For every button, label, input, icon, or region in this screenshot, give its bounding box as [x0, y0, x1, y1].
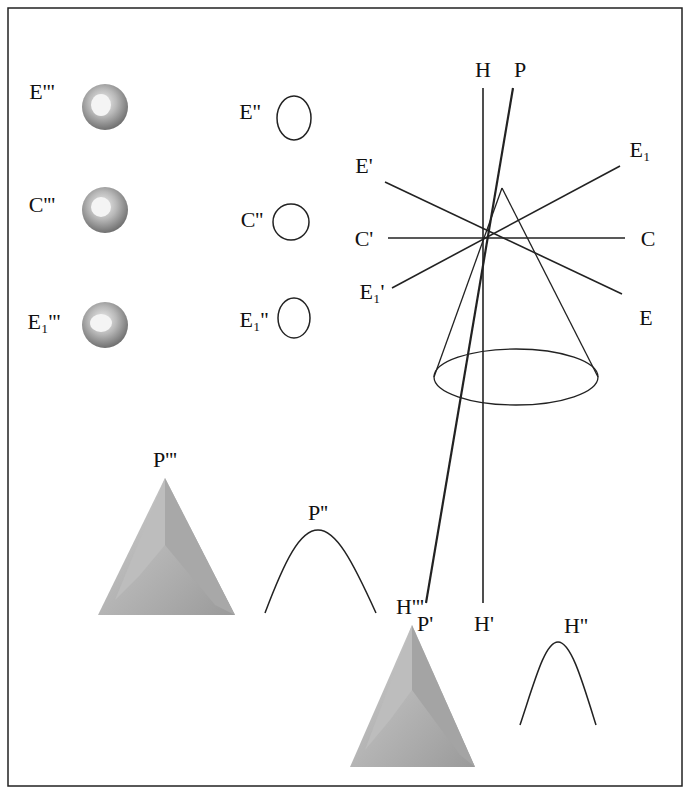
section-label: H'' — [564, 615, 588, 637]
section-label: E'' — [239, 101, 260, 123]
section-label: P'' — [308, 502, 328, 524]
section-label: E₁'' — [239, 309, 268, 331]
section-label: C'' — [241, 209, 264, 231]
section-label: P — [514, 59, 526, 81]
section-label: E₁ — [629, 139, 650, 161]
section-label: H — [475, 59, 491, 81]
section-label: P''' — [153, 449, 177, 471]
section-label: E₁''' — [28, 311, 61, 333]
section-label: H''' — [396, 596, 424, 618]
section-label: H' — [474, 613, 494, 635]
section-label: E' — [355, 155, 372, 177]
section-label: C — [641, 228, 656, 250]
section-label: E₁' — [359, 281, 384, 303]
section-label: E — [639, 307, 652, 329]
section-label: C' — [355, 228, 374, 250]
section-label: E''' — [29, 81, 54, 103]
section-label: C''' — [29, 194, 56, 216]
